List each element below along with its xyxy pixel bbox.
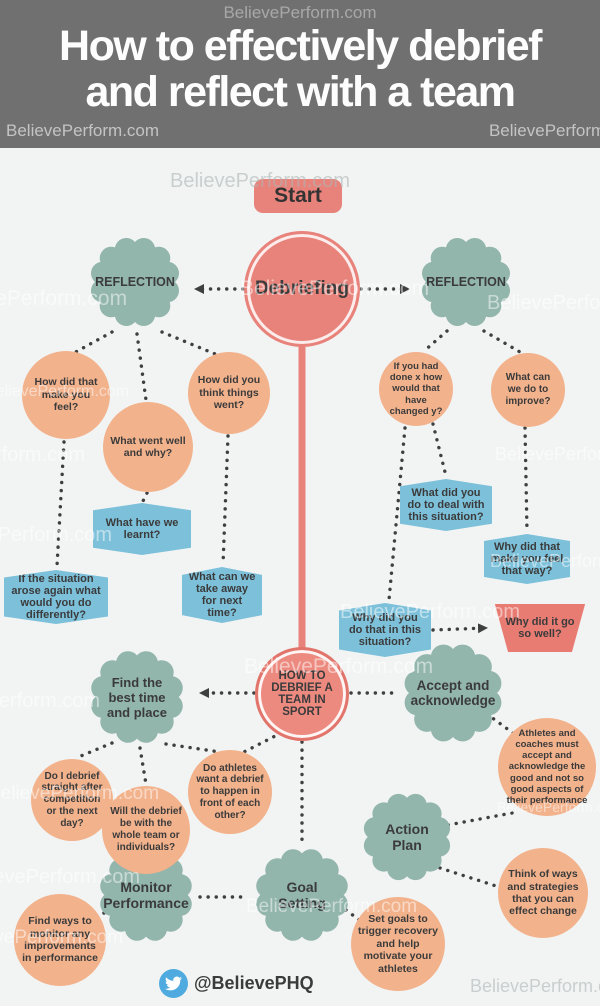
seal-shape [422,238,510,326]
goal-setting-node: Goal Setting [248,843,356,947]
prompt-so-well: Why did it go so well? [494,604,586,652]
node-label: Action Plan [385,821,429,853]
watermark: BelievePerform.com [223,3,377,22]
prompt-why-did-you-do-that: Why did you do that in this situation? [339,603,431,657]
node-label: REFLECTION [95,275,175,289]
seal-shape [256,849,348,941]
question-text: How did that make you feel? [34,376,98,414]
question-circle-went-well: What went well and why? [103,402,193,492]
twitter-bird-icon [159,969,188,998]
action-plan-node: Action Plan [358,788,456,886]
prompt-do-differently: If the situation arose again what would … [4,570,108,624]
question-text: What can we do to improve? [505,372,551,407]
node-label: Start [274,184,322,207]
question-text: What went well and why? [110,434,186,459]
watermark: BelievePerform.com [0,444,86,466]
watermark: BelievePerform.com [488,121,600,140]
node-label: REFLECTION [426,275,506,289]
find-best-time-node: Find the best time and place [85,645,189,749]
question-circle-improve: What can we do to improve? [491,353,565,427]
twitter-handle: @BelievePHQ [194,973,314,993]
question-circle-done-x: If you had done x how would that have ch… [379,352,453,426]
node-label: Debriefing [255,278,349,299]
footer-social: @BelievePHQ [159,969,314,998]
prompt-text: Why did you do that in this situation? [348,612,422,648]
question-circle-things-went: How did you think things went? [188,352,270,434]
prompt-what-have-we-learnt: What have we learnt? [93,503,191,555]
question-text: Find ways to monitor any improvements in… [22,915,98,965]
prompt-take-away: What can we take away for next time? [182,567,262,623]
reflection-right-node: REFLECTION [416,232,516,332]
prompt-text: What have we learnt? [105,517,179,541]
question-text: Athletes and coaches must accept and ack… [506,727,588,806]
prompt-feel-that-way: Why did that make you feel that way? [484,534,570,584]
how-to-debrief-node: How to debrief a team in sport [255,647,349,741]
seal-shape [91,651,183,743]
node-label: Monitor Performance [103,879,189,911]
header-banner: BelievePerform.com How to effectively de… [0,0,600,148]
node-label: Accept and acknowledge [410,678,496,708]
question-circle-front-of-each-other: Do athletes want a debrief to happen in … [188,750,272,834]
question-circle-straight-after: Do I debrief straight after competition … [31,759,113,841]
title-line-2: and reflect with a team [85,67,516,116]
question-text: If you had done x how would that have ch… [389,360,443,417]
seal-shape [91,238,179,326]
start-node: Start [254,179,342,213]
prompt-text: Why did that make you feel that way? [490,541,564,577]
debriefing-node: Debriefing [244,231,360,347]
watermark: BelievePerform.com [470,976,600,996]
question-text: Do I debrief straight after competition … [41,770,103,829]
question-circle-set-goals: Set goals to trigger recovery and help m… [351,897,445,991]
question-text: Do athletes want a debrief to happen in … [196,762,264,821]
question-text: Think of ways and strategies that you ca… [507,868,579,918]
monitor-performance-node: Monitor Performance [92,843,200,947]
page-title: How to effectively debrief and reflect w… [0,22,600,116]
seal-shape [363,793,451,881]
prompt-text: What can we take away for next time? [188,571,256,619]
question-text: How did you think things went? [197,374,261,412]
question-circle-find-ways: Find ways to monitor any improvements in… [14,894,106,986]
node-label: Find the best time and place [107,674,167,720]
prompt-deal-with-situation: What did you do to deal with this situat… [400,479,492,531]
prompt-text: If the situation arose again what would … [11,573,101,621]
question-circle-whole-team: Will the debrief be with the whole team … [102,786,190,874]
question-circle-athletes-coaches: Athletes and coaches must accept and ack… [498,718,596,816]
accept-acknowledge-node: Accept and acknowledge [397,638,509,748]
seal-shape [404,644,502,742]
title-line-1: How to effectively debrief [59,22,542,70]
watermark: BelievePerform.com [6,121,160,140]
node-label: Goal Setting [278,879,326,911]
reflection-left-node: REFLECTION [85,232,185,332]
seal-shape [100,849,192,941]
question-circle-think-of-ways: Think of ways and strategies that you ca… [498,848,588,938]
prompt-text: Why did it go so well? [505,616,575,640]
watermark: BelievePerform.com [495,444,600,464]
question-circle-make-you-feel: How did that make you feel? [22,351,110,439]
question-text: Will the debrief be with the whole team … [110,806,182,853]
prompt-text: What did you do to deal with this situat… [407,487,485,523]
question-text: Set goals to trigger recovery and help m… [358,913,438,975]
node-label: How to debrief a team in sport [271,670,333,718]
